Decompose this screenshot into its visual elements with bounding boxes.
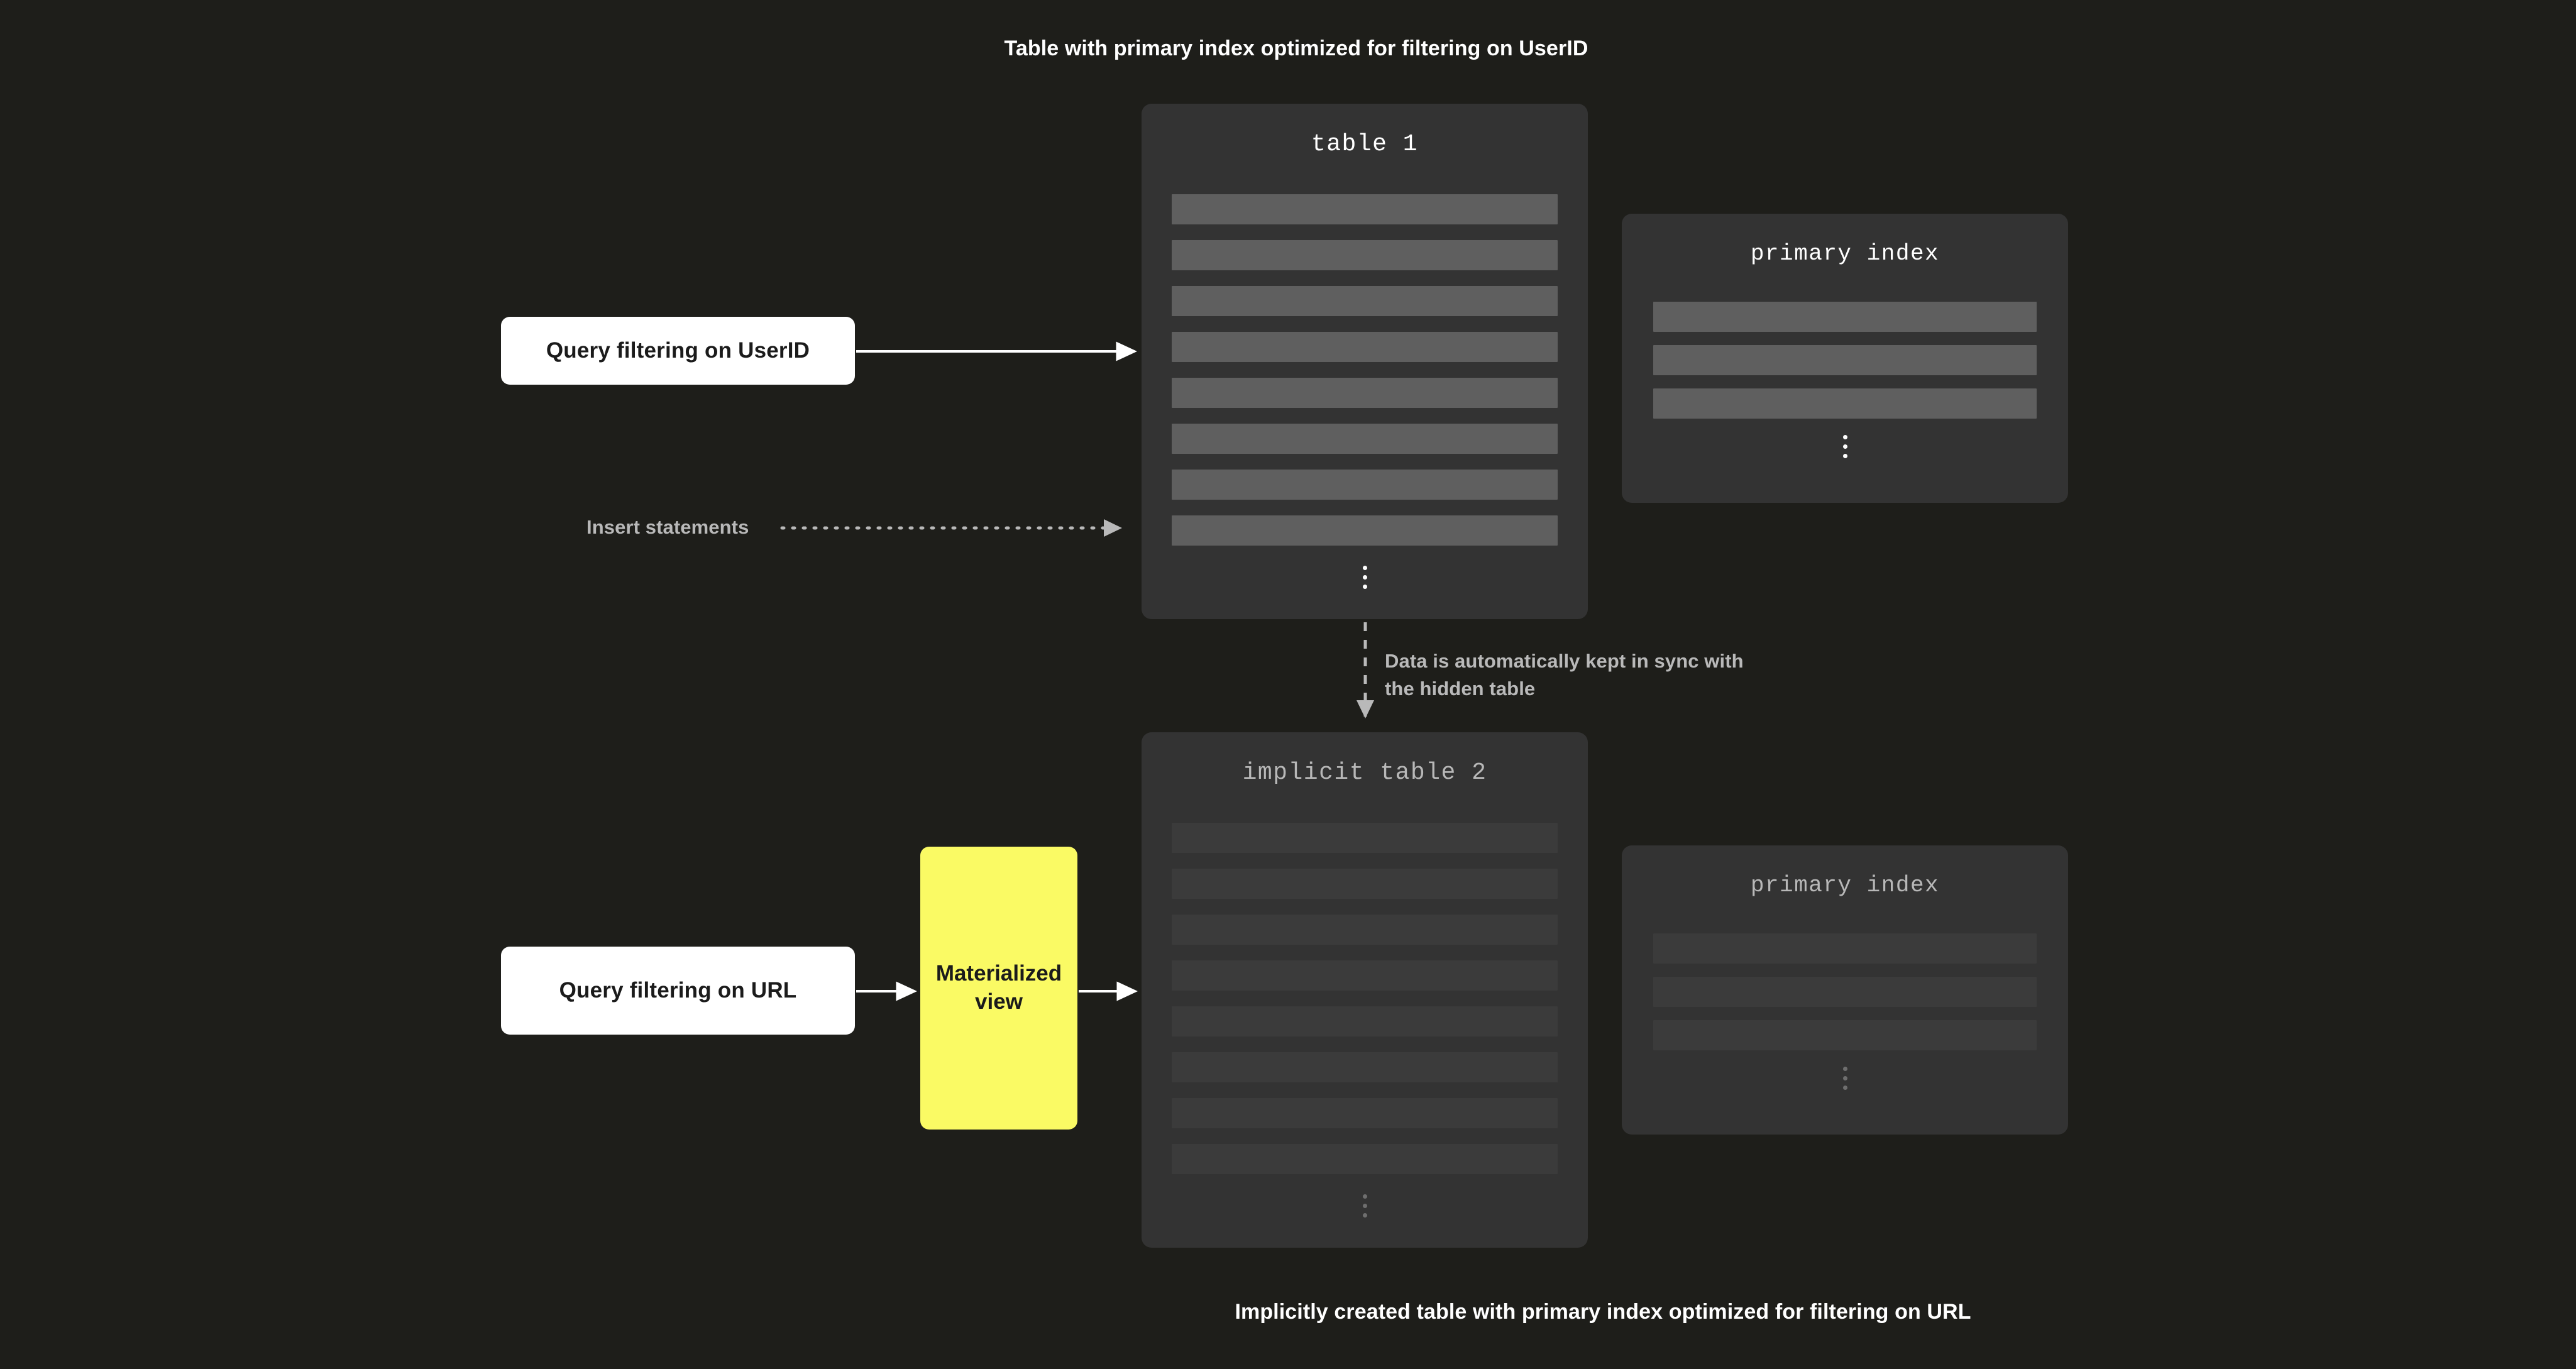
index-row (1653, 388, 2037, 419)
table-row (1172, 823, 1558, 853)
table-row (1172, 1052, 1558, 1082)
index-row (1653, 302, 2037, 332)
table-row (1172, 240, 1558, 270)
table-1-card: table 1 (1142, 104, 1588, 619)
vertical-ellipsis-icon (1142, 566, 1588, 589)
primary-index-top-card: primary index (1622, 214, 2068, 503)
table-row (1172, 470, 1558, 500)
sync-note-label: Data is automatically kept in sync with … (1385, 650, 1744, 700)
primary-index-bottom-card: primary index (1622, 845, 2068, 1135)
index-row (1653, 977, 2037, 1007)
index-row (1653, 1020, 2037, 1050)
bottom-caption: Implicitly created table with primary in… (1235, 1300, 1971, 1324)
table-row (1172, 194, 1558, 224)
query-filtering-url-box[interactable]: Query filtering on URL (501, 947, 855, 1035)
primary-index-top-title: primary index (1750, 241, 1940, 267)
primary-index-bottom-title: primary index (1750, 872, 1940, 898)
vertical-ellipsis-icon (1142, 1194, 1588, 1218)
table-row (1172, 1098, 1558, 1128)
implicit-table-2-title: implicit table 2 (1242, 759, 1487, 786)
index-row (1653, 933, 2037, 964)
table-row (1172, 915, 1558, 945)
table-row (1172, 424, 1558, 454)
materialized-view-box[interactable]: Materialized view (920, 847, 1077, 1130)
table-row (1172, 1144, 1558, 1174)
implicit-table-2-card: implicit table 2 (1142, 732, 1588, 1248)
implicit-table-2-rows (1172, 823, 1558, 1174)
table-row (1172, 332, 1558, 362)
index-row (1653, 345, 2037, 375)
table-1-rows (1172, 194, 1558, 546)
top-caption: Table with primary index optimized for f… (1004, 36, 1588, 60)
primary-index-bottom-rows (1653, 933, 2037, 1050)
table-row (1172, 515, 1558, 546)
vertical-ellipsis-icon (1622, 1067, 2068, 1090)
table-row (1172, 869, 1558, 899)
table-row (1172, 960, 1558, 991)
table-1-title: table 1 (1311, 131, 1419, 158)
insert-statements-label: Insert statements (586, 516, 749, 538)
primary-index-top-rows (1653, 302, 2037, 419)
query-filtering-userid-box[interactable]: Query filtering on UserID (501, 317, 855, 385)
vertical-ellipsis-icon (1622, 435, 2068, 458)
table-row (1172, 286, 1558, 316)
table-row (1172, 1006, 1558, 1036)
table-row (1172, 378, 1558, 408)
